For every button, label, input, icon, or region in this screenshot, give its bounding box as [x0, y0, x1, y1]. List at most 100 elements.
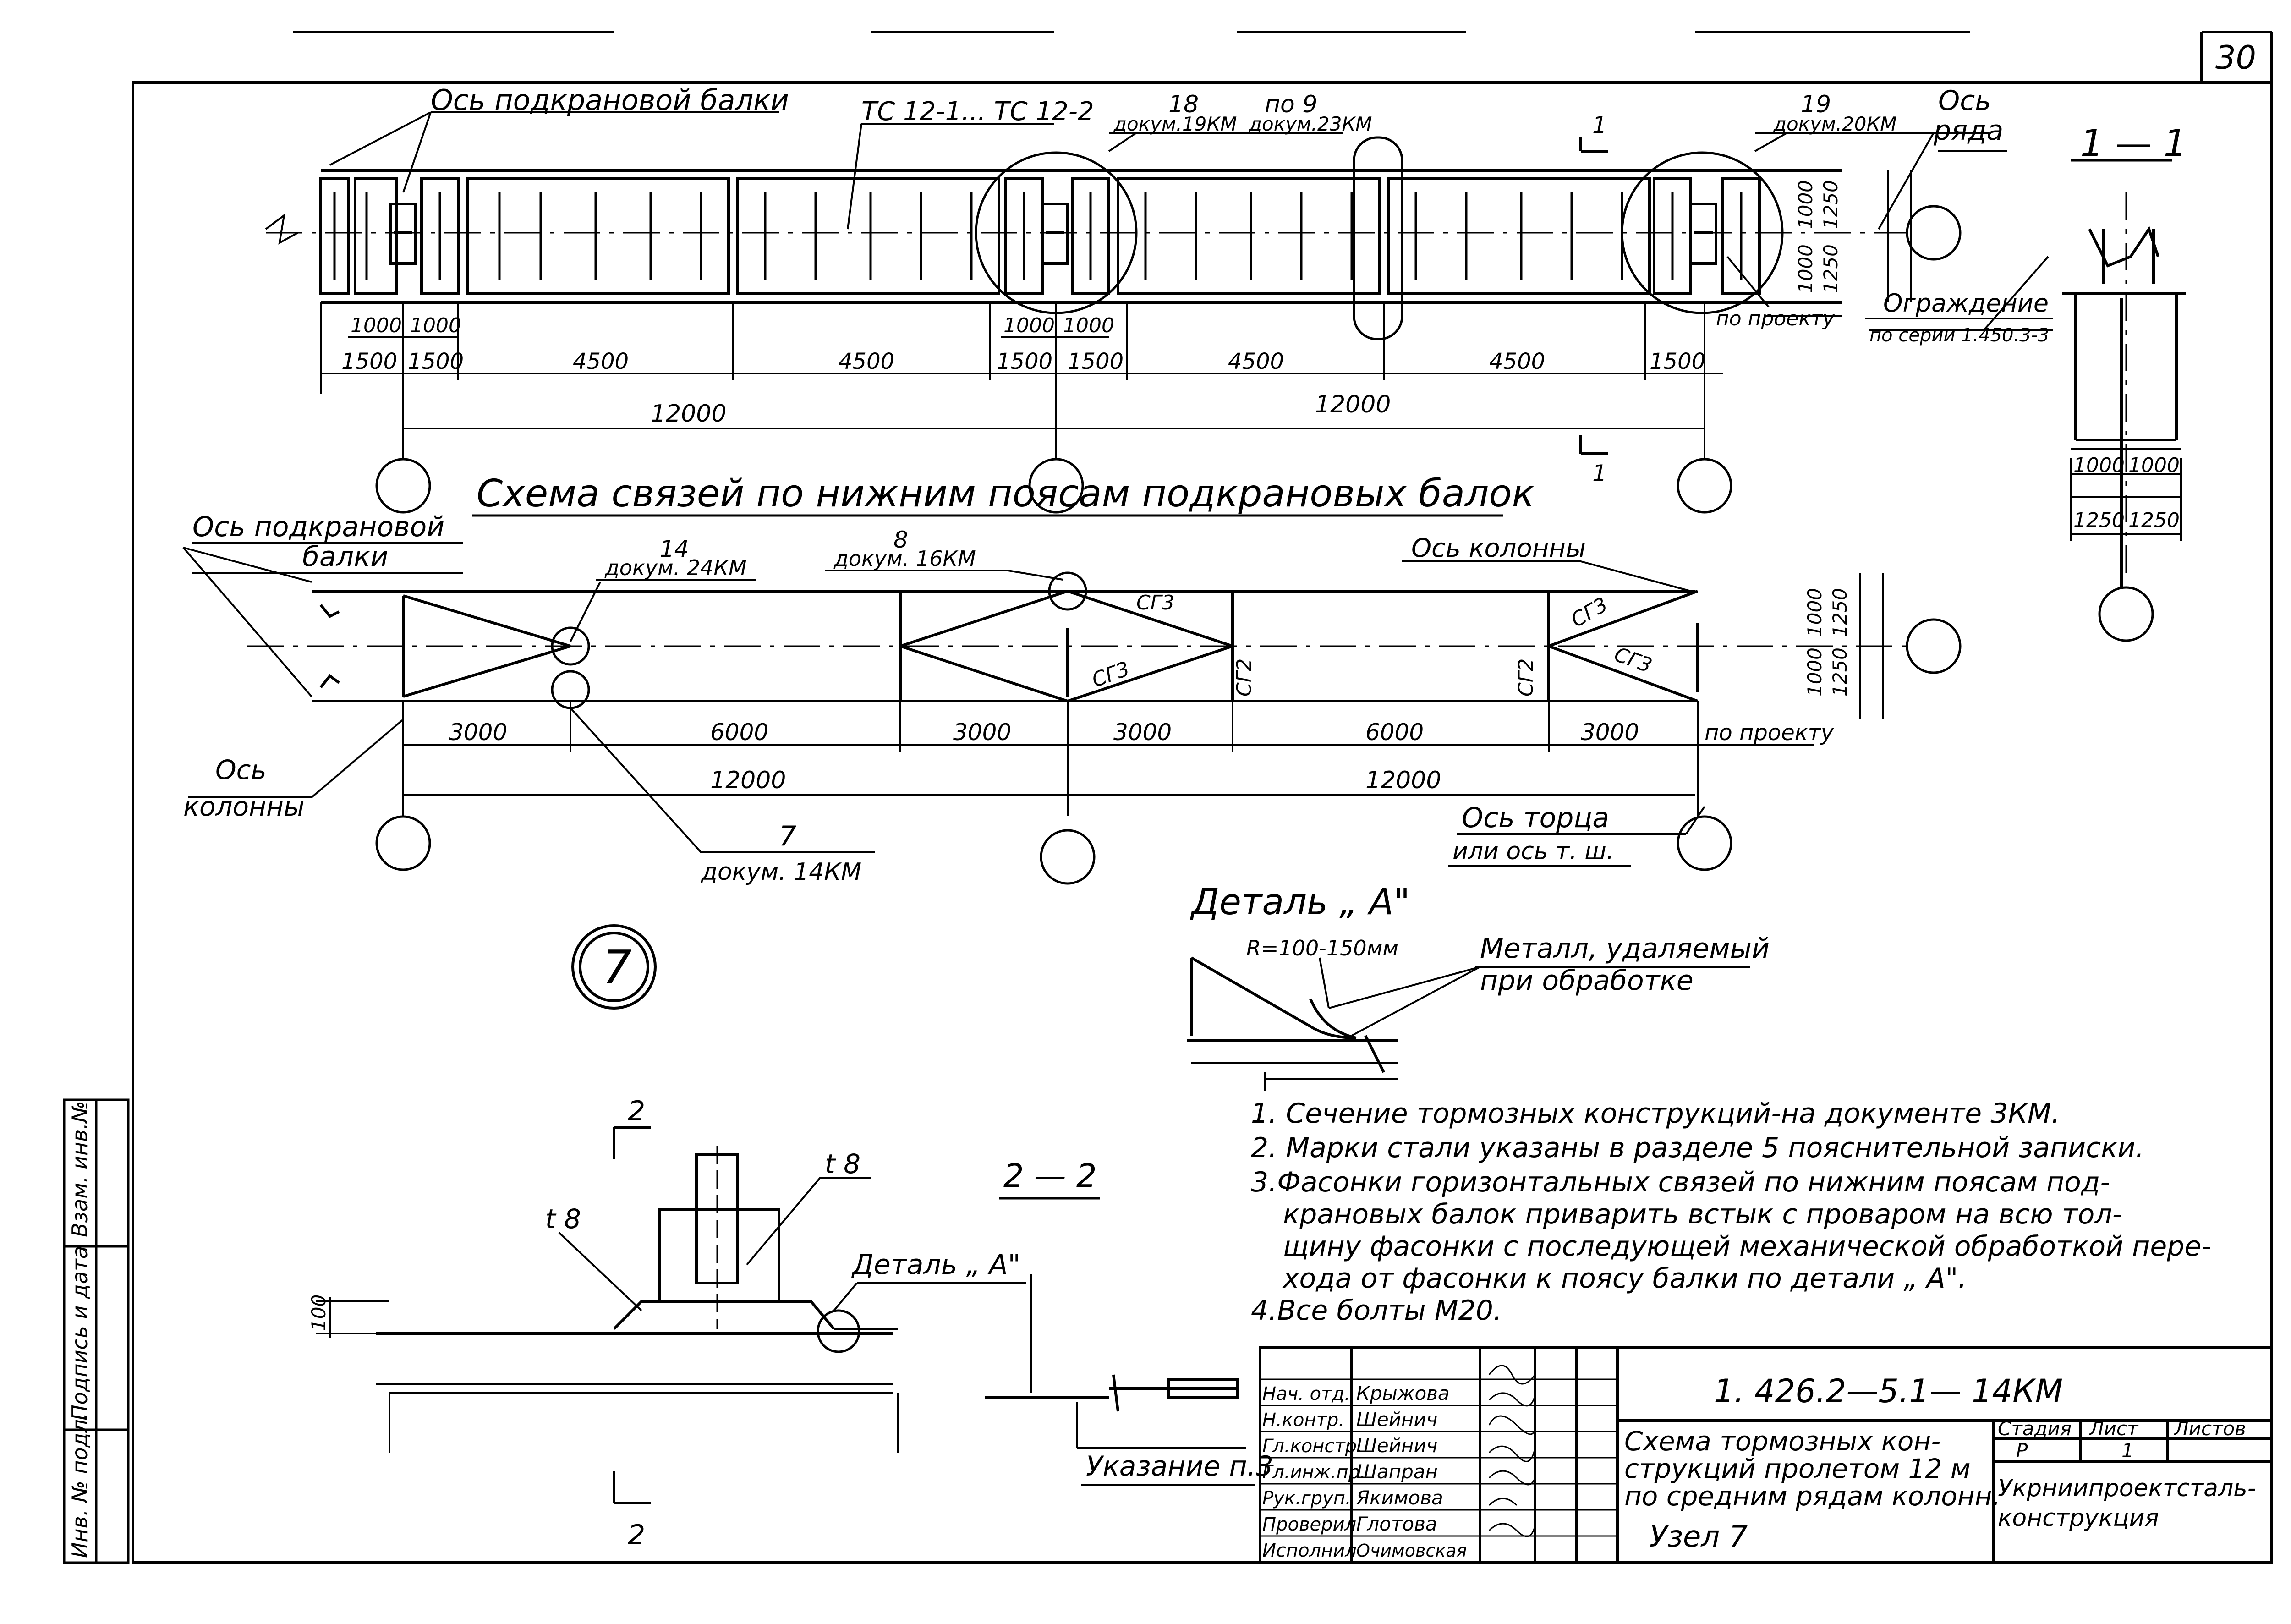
label-fence: Ограждение: [1883, 289, 2049, 318]
title-block-rows: [1260, 1378, 1617, 1537]
axis-row-1: Ось: [1938, 85, 1991, 117]
brace-dim-1: 3000: [449, 719, 507, 746]
tb-org-1: Укрниипроектсталь-: [1998, 1475, 2256, 1502]
note-4: 4.Все болты М20.: [1251, 1295, 1502, 1327]
ref18-doc: докум.19КМ: [1113, 113, 1237, 135]
break-mark: [265, 213, 298, 245]
cut-1-bottom: 1: [1592, 460, 1607, 487]
strip-signature-date: Подпись и дата: [67, 1246, 92, 1421]
node-detail-ref: Деталь „ А": [851, 1249, 1020, 1281]
tb-name-2: Шейнич: [1356, 1408, 1438, 1431]
bracing-scheme: Схема связей по нижним поясам подкрановы…: [182, 472, 1962, 886]
s11-1000b: 1000: [2128, 454, 2180, 477]
node-cut-bottom: 2: [628, 1519, 645, 1551]
node-cut-top: 2: [628, 1095, 645, 1127]
dim-v-1000b: 1000: [1794, 244, 1817, 293]
tb-sheet-header: Лист: [2088, 1417, 2139, 1440]
node-detail: 2 2 t 8 t 8 100 Деталь „ А": [307, 1095, 1026, 1551]
axis-end-1: Ось торца: [1462, 802, 1609, 834]
brace-v-1000b: 1000: [1803, 647, 1826, 697]
tb-sheet-value: 1: [2121, 1439, 2134, 1462]
brace-span-b: 12000: [1365, 767, 1441, 794]
tb-name-line-1: Схема тормозных кон-: [1624, 1426, 1940, 1457]
brace-axis-col-1: Ось: [215, 754, 267, 785]
brace-dim-4: 3000: [1113, 719, 1172, 746]
tb-sheets-header: Листов: [2173, 1417, 2246, 1440]
plan-dimension-lines: [320, 170, 1912, 458]
tb-name-7: Очимовская: [1356, 1541, 1467, 1561]
dim-plan-3: 4500: [573, 349, 629, 374]
note-3d: хода от фасонки к поясу балки по детали …: [1282, 1262, 1967, 1295]
section22-note-ref: Указание п.3: [1086, 1450, 1273, 1482]
brace-members: [319, 590, 1699, 702]
brace-axis-beam-2: балки: [302, 541, 388, 573]
dim-plan-9: 1500: [1650, 349, 1705, 374]
section11-title: 1 — 1: [2080, 122, 2187, 165]
label-axis-beam: Ось подкрановой балки: [431, 83, 789, 117]
dim-small-3: 1000: [1003, 314, 1055, 337]
detail-a-metal-1: Металл, удаляемый: [1480, 933, 1770, 965]
ref8-num: 8: [893, 527, 908, 553]
section-2-2: 2 — 2 Указание п.3: [985, 1157, 1273, 1486]
brace-dim-5: 6000: [1365, 719, 1424, 746]
sg3-a: СГ3: [1136, 591, 1174, 614]
cut-1-top: 1: [1592, 112, 1607, 138]
tb-role-1: Нач. отд.: [1262, 1383, 1350, 1405]
note-3a: 3.Фасонки горизонтальных связей по нижни…: [1251, 1166, 2110, 1198]
tb-role-7: Исполнил: [1262, 1540, 1357, 1561]
dim-v-1250b: 1250: [1820, 244, 1842, 293]
dim-plan-4: 4500: [839, 349, 894, 374]
s11-1000a: 1000: [2073, 454, 2125, 477]
dim-small-1: 1000: [351, 314, 402, 337]
label-tc-marks: ТС 12-1... ТС 12-2: [861, 97, 1094, 126]
dim-plan-2: 1500: [408, 349, 464, 374]
tb-org-2: конструкция: [1998, 1504, 2159, 1532]
node-t8-left: t 8: [545, 1203, 581, 1234]
sheet-number: 30: [2215, 39, 2256, 77]
panel-slots: [333, 192, 1743, 280]
brace-axis-col-2: колонны: [183, 791, 305, 822]
s11-1250b: 1250: [2128, 509, 2180, 532]
brace-v-1250b: 1250: [1829, 647, 1851, 697]
leaders-plan: [329, 111, 2053, 331]
brace-axis-beam-1: Ось подкрановой: [192, 511, 444, 543]
dim-span-a: 12000: [651, 400, 726, 428]
tb-stage-value: Р: [2016, 1439, 2028, 1462]
sheet-frame: [132, 31, 2273, 1564]
label-po-proektu: по проекту: [1716, 307, 1835, 330]
axis-row-2: ряда: [1933, 115, 2003, 147]
tb-role-5: Рук.груп.: [1262, 1488, 1351, 1509]
s11-1250a: 1250: [2073, 509, 2125, 532]
plan-view: Ось подкрановой балки ТС 12-1... ТС 12-2…: [265, 83, 2053, 514]
tb-name-5: Якимова: [1356, 1487, 1443, 1509]
axis-circles-plan: [375, 205, 1962, 514]
dim-plan-7: 4500: [1228, 349, 1284, 374]
ref14-num: 14: [660, 536, 689, 562]
dim-plan-1: 1500: [341, 349, 397, 374]
tb-name-4: Шапран: [1356, 1460, 1438, 1483]
tb-code: 1. 426.2—5.1— 14КМ: [1714, 1372, 2063, 1410]
brace-dim-3: 3000: [953, 719, 1011, 746]
brace-dim-2: 6000: [710, 719, 768, 746]
label-fence-series: по серии 1.450.3-3: [1869, 325, 2050, 346]
tb-name-line-4: Узел 7: [1650, 1520, 1748, 1554]
sg3-b: СГ3: [1089, 657, 1133, 692]
note-3b: крановых балок приварить встык с проваро…: [1283, 1198, 2122, 1230]
dim-plan-5: 1500: [997, 349, 1052, 374]
brace-dim-6: 3000: [1581, 719, 1639, 746]
ref14-doc: докум. 24КМ: [604, 555, 747, 580]
section-1-1: 1 — 1 1000 1000 1250 1250: [2062, 122, 2187, 642]
node-number-badge: [571, 924, 657, 1010]
detail-a-title: Деталь „ А": [1190, 882, 1410, 923]
axis-end-2: или ось т. ш.: [1452, 838, 1614, 865]
node-number: 7: [603, 940, 632, 994]
bracing-title: Схема связей по нижним поясам подкрановы…: [477, 472, 1535, 516]
tb-name-line-2: струкций пролетом 12 м: [1624, 1453, 1971, 1484]
dim-plan-8: 4500: [1489, 349, 1545, 374]
title-block: [1259, 1346, 2273, 1564]
signatures: [1488, 1365, 1536, 1537]
brace-v-1250a: 1250: [1829, 588, 1851, 637]
sg2-b: СГ2: [1514, 658, 1538, 697]
detail-a-metal-2: при обработке: [1480, 965, 1694, 997]
